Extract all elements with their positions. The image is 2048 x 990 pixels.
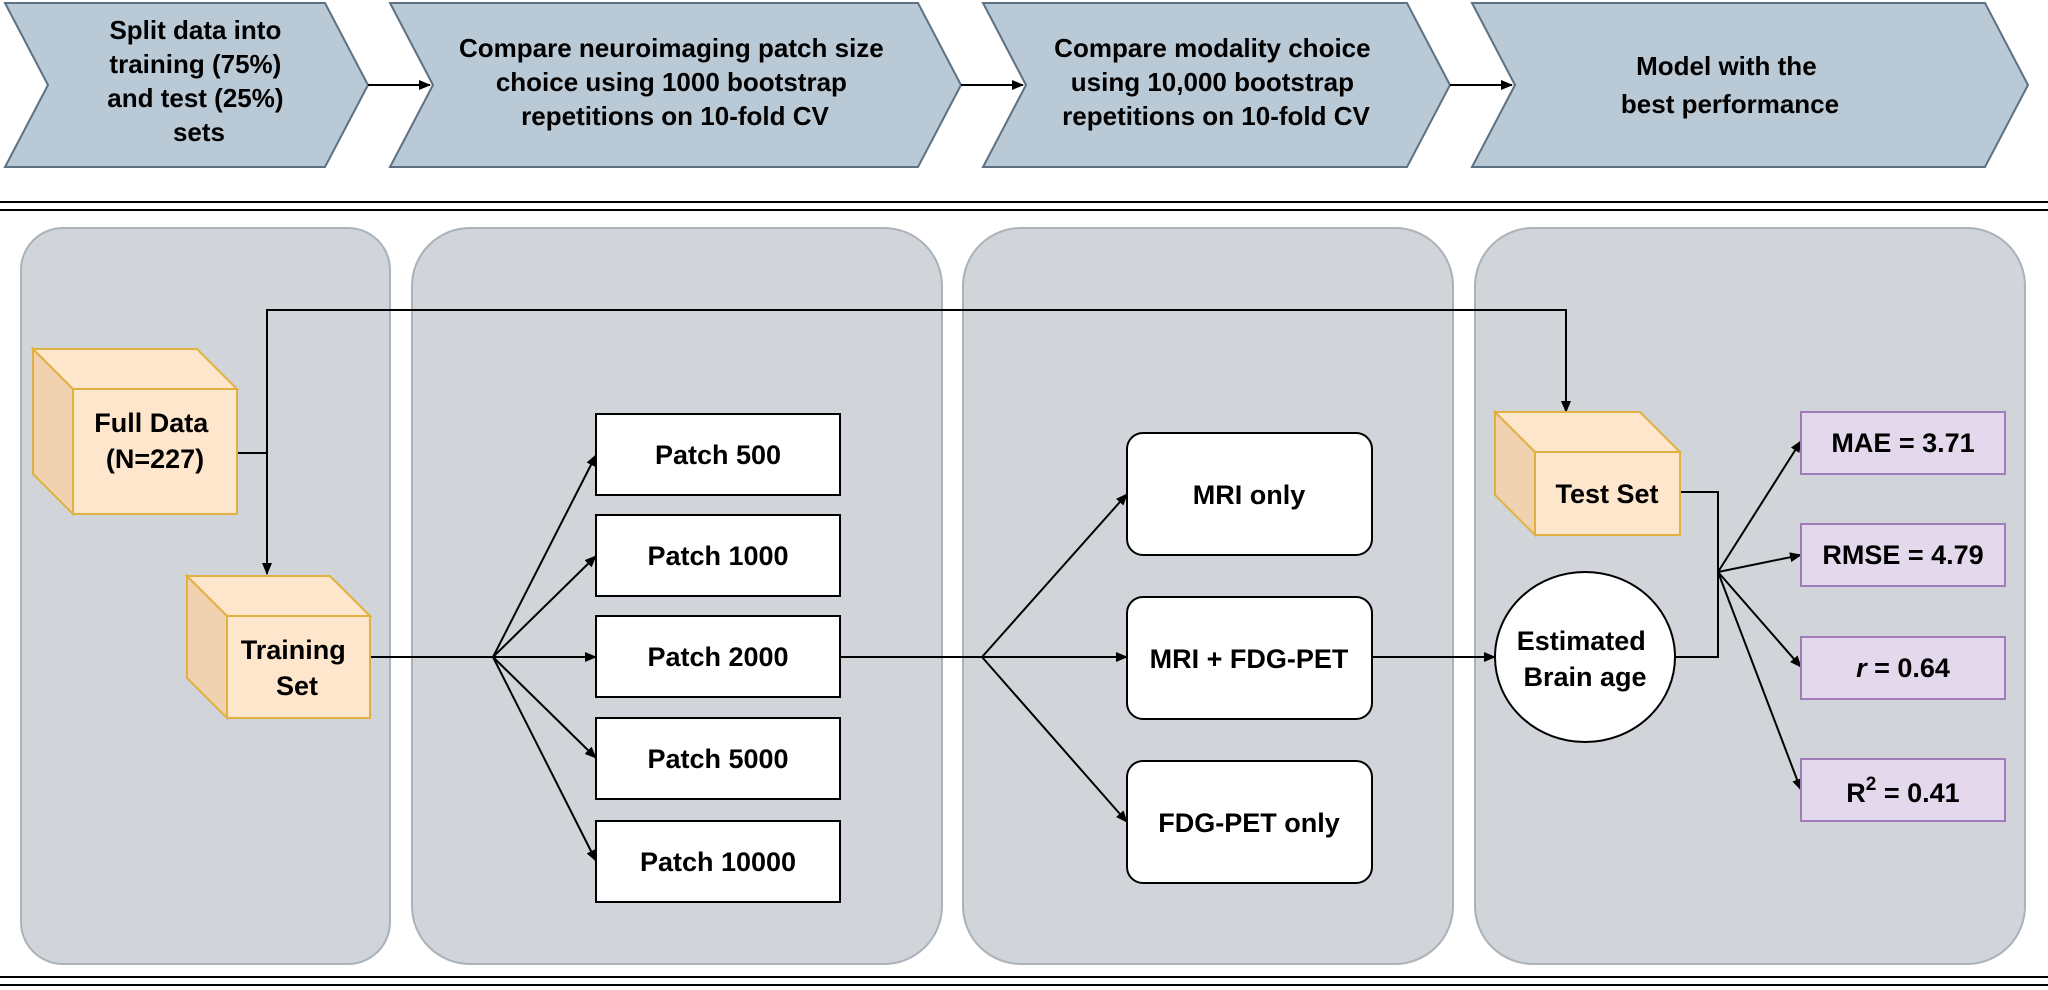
- modality-box: MRI only: [1126, 432, 1373, 556]
- metric-mae-label: MAE = 3.71: [1831, 428, 1974, 458]
- patch-boxes: Patch 500 Patch 1000 Patch 2000 Patch 50…: [595, 413, 841, 903]
- testset-to-metrics-line: [1680, 491, 1719, 572]
- patch-box: Patch 500: [595, 413, 841, 496]
- test-set-cube: Test Set: [1492, 409, 1683, 538]
- metric-r-label: r = 0.64: [1856, 653, 1950, 683]
- patch-box: Patch 5000: [595, 717, 841, 800]
- patch-box: Patch 10000: [595, 820, 841, 903]
- patch-label: Patch 5000: [647, 744, 788, 774]
- full-data-label: Full Data (N=227): [94, 408, 216, 474]
- patch-box: Patch 2000: [595, 615, 841, 698]
- training-set-cube: Training Set: [184, 573, 373, 721]
- test-set-label: Test Set: [1555, 479, 1658, 509]
- step-2-label: Compare neuroimaging patch size choice u…: [459, 33, 891, 131]
- estimated-to-metrics-line: [1675, 572, 1719, 658]
- step-4-chevron: [1470, 2, 2030, 168]
- separator-top: [0, 201, 2048, 211]
- fan-to-mri-only: [981, 493, 1128, 658]
- patch-label: Patch 1000: [647, 541, 788, 571]
- patch-label: Patch 500: [655, 440, 781, 470]
- fulldata-to-testset-line: [266, 309, 1571, 453]
- modality-label: MRI only: [1193, 480, 1306, 510]
- fan-to-patch-5000: [492, 656, 597, 759]
- training-set-label: Training Set: [241, 635, 354, 701]
- metric-r: r = 0.64: [1800, 636, 2006, 700]
- modality-boxes: MRI only MRI + FDG-PET FDG-PET only: [1126, 432, 1373, 884]
- estimated-brain-age-label: Estimated Brain age: [1517, 626, 1654, 692]
- modality-box: FDG-PET only: [1126, 760, 1373, 884]
- modality-box: MRI + FDG-PET: [1126, 596, 1373, 720]
- fan-to-patch-1000: [492, 555, 597, 658]
- patch-box: Patch 1000: [595, 514, 841, 597]
- step-chevrons: Split data into training (75%) and test …: [3, 2, 2030, 168]
- fulldata-to-training-line: [236, 452, 272, 575]
- separator-bottom: [0, 976, 2048, 986]
- step-4-label: Model with the best performance: [1621, 51, 1839, 119]
- connectors: [236, 309, 1802, 862]
- step-3-label: Compare modality choice using 10,000 boo…: [1054, 33, 1378, 131]
- patch-label: Patch 2000: [647, 642, 788, 672]
- patch-label: Patch 10000: [640, 847, 796, 877]
- fan-to-mae: [1717, 440, 1802, 573]
- step-1-chevron: [3, 2, 370, 168]
- fan-to-r: [1717, 571, 1802, 668]
- fan-to-patch-10000: [492, 656, 597, 862]
- modality-label: MRI + FDG-PET: [1150, 644, 1349, 674]
- metric-boxes: MAE = 3.71 RMSE = 4.79 r = 0.64 R2 = 0.4…: [1800, 411, 2006, 822]
- estimated-brain-age-node: Estimated Brain age: [1494, 571, 1676, 743]
- fan-to-r2: [1717, 571, 1802, 791]
- metric-r2: R2 = 0.41: [1800, 758, 2006, 822]
- fan-to-patch-500: [492, 454, 597, 658]
- step-1-label: Split data into training (75%) and test …: [107, 15, 291, 147]
- metric-rmse: RMSE = 4.79: [1800, 523, 2006, 587]
- metric-rmse-label: RMSE = 4.79: [1822, 540, 1983, 570]
- step-2-chevron: [388, 2, 963, 168]
- metric-mae: MAE = 3.71: [1800, 411, 2006, 475]
- metric-r2-label: R2 = 0.41: [1846, 774, 1959, 808]
- modality-label: FDG-PET only: [1158, 808, 1340, 838]
- step-3-chevron: [981, 2, 1452, 168]
- fan-to-rmse: [1717, 552, 1802, 573]
- full-data-cube: Full Data (N=227): [30, 346, 240, 517]
- fan-to-fdg-only: [981, 656, 1128, 823]
